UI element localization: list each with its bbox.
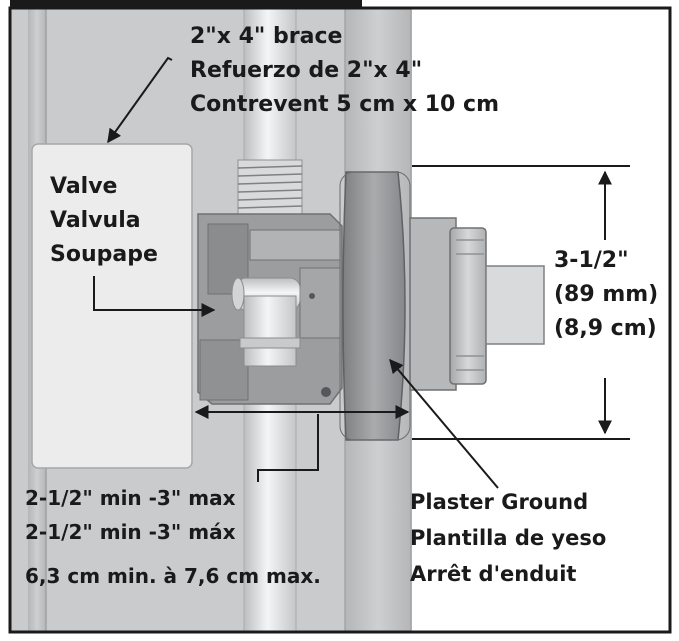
height-dimension-cm: (8,9 cm) bbox=[554, 316, 657, 341]
depth-dimension-lines bbox=[194, 405, 410, 482]
plaster-label-en: Plaster Ground bbox=[410, 490, 589, 514]
depth-dimension-en: 2-1/2" min -3" max bbox=[25, 486, 236, 510]
plaster-leader bbox=[389, 358, 499, 489]
brace-leader bbox=[107, 56, 173, 144]
depth-dimension-fr: 6,3 cm min. à 7,6 cm max. bbox=[25, 564, 321, 588]
outlet-elbow bbox=[231, 277, 301, 367]
threaded-fitting bbox=[237, 159, 303, 215]
outer-frame bbox=[8, 6, 672, 634]
brace-label-fr: Contrevent 5 cm x 10 cm bbox=[190, 92, 499, 117]
brace-label-es: Refuerzo de 2"x 4" bbox=[190, 58, 423, 83]
valve-label-es: Valvula bbox=[50, 208, 141, 233]
brace-block bbox=[31, 143, 193, 469]
cartridge-cap bbox=[409, 217, 487, 391]
valve-label-en: Valve bbox=[50, 174, 118, 199]
valve-stem bbox=[485, 265, 545, 345]
height-dimension-lines bbox=[412, 165, 630, 440]
height-dimension-inches: 3-1/2" bbox=[554, 248, 629, 273]
brace-label-en: 2"x 4" brace bbox=[190, 24, 343, 49]
plaster-label-fr: Arrêt d'enduit bbox=[410, 562, 577, 586]
depth-dimension-es: 2-1/2" min -3" máx bbox=[25, 520, 236, 544]
valve-label-fr: Soupape bbox=[50, 242, 158, 267]
plaster-label-es: Plantilla de yeso bbox=[410, 526, 607, 550]
valve-leader bbox=[93, 276, 216, 317]
top-frame-strip bbox=[10, 0, 362, 8]
height-dimension-mm: (89 mm) bbox=[554, 282, 659, 307]
plaster-ground-ring bbox=[339, 171, 411, 441]
